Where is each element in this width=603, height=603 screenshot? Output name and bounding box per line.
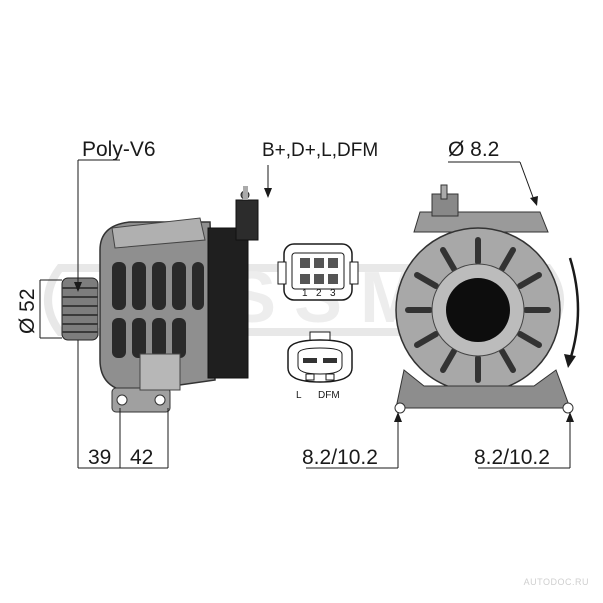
pulley-arrow (74, 282, 82, 292)
mount-right-arrow (566, 412, 574, 422)
hole-arrow (530, 196, 538, 206)
alternator-rear-view (394, 184, 574, 414)
hole-diameter-label: Ø 8.2 (448, 138, 499, 161)
plug-pin-l-label: L (296, 390, 302, 401)
rotation-arrow (564, 257, 580, 368)
corner-watermark: AUTODOC.RU (523, 577, 589, 587)
pulley-type-label: Poly-V6 (82, 138, 156, 161)
right-dimension-lines (306, 161, 571, 469)
connector-type-label: B+,D+,L,DFM (262, 140, 378, 161)
alternator-side-view (61, 186, 259, 413)
pulley-diameter-label: Ø 52 (16, 288, 39, 334)
plug-pin-dfm-label: DFM (318, 390, 340, 401)
mount-left-arrow (394, 412, 402, 422)
main-connector-plug (277, 243, 359, 301)
connector-pin-3-label: 3 (330, 288, 336, 299)
mount-right-dimension-label: 8.2/10.2 (474, 446, 550, 469)
connector-pin-1-label: 1 (302, 288, 308, 299)
dim-42-label: 42 (130, 446, 153, 469)
left-dimension-lines (39, 159, 169, 469)
dim-39-label: 39 (88, 446, 111, 469)
connector-arrow (264, 188, 272, 198)
mount-left-dimension-label: 8.2/10.2 (302, 446, 378, 469)
field-connector-plug (287, 331, 353, 383)
connector-pin-2-label: 2 (316, 288, 322, 299)
